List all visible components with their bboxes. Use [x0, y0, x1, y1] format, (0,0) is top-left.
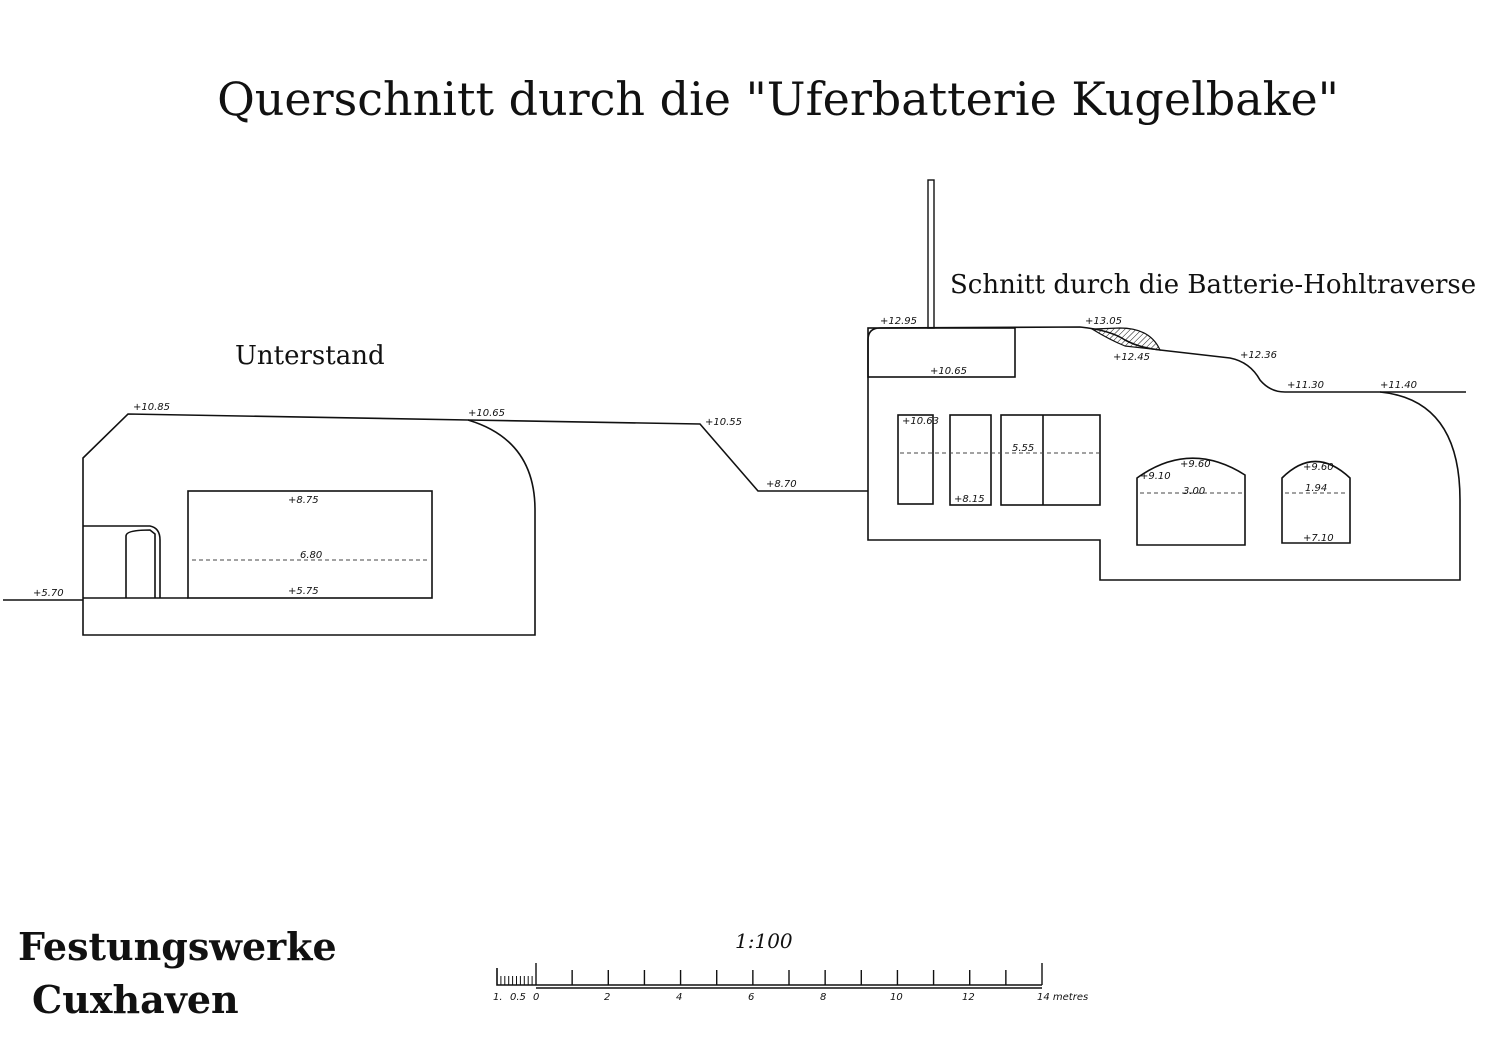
elevation-label: +8.70: [766, 479, 797, 490]
scale-tick-label: 0: [533, 992, 539, 1003]
unterstand-room: [187, 490, 433, 599]
elevation-label: +9.60: [1303, 462, 1334, 473]
scale-tick-label: 12: [962, 992, 975, 1003]
footer-title-line1: Festungswerke: [18, 924, 337, 969]
dimension-label: 6.80: [300, 550, 322, 561]
unterstand-section: Unterstand +10.85 +10.65 +10.55 +8.70 +8…: [3, 341, 868, 636]
top-box: [867, 327, 1016, 378]
dimension-label: 1.94: [1305, 483, 1327, 494]
elevation-label: +8.75: [288, 495, 319, 506]
elevation-label: +11.30: [1287, 380, 1324, 391]
scale-tick-label: 8: [820, 992, 826, 1003]
room-2: [949, 414, 992, 506]
elevation-label: +5.75: [288, 586, 319, 597]
arch-room-1: [1136, 457, 1246, 546]
elevation-label: +10.65: [930, 366, 967, 377]
elevation-label: +8.15: [954, 494, 985, 505]
scale-subdivision: [496, 968, 536, 986]
hohltraverse-label: Schnitt durch die Batterie-Hohltraverse: [950, 270, 1476, 300]
scale-line: [536, 984, 1042, 989]
scale-ticks: [500, 963, 1043, 985]
elevation-label: +10.63: [902, 416, 939, 427]
elevation-label: +9.60: [1180, 459, 1211, 470]
page-title: Querschnitt durch die "Uferbatterie Kuge…: [217, 72, 1339, 126]
scale-bar: 1:100 1. 0.5 0 2 4 6 8 10 12 14 metres: [493, 929, 1088, 1003]
scale-tick-label: 14 metres: [1037, 992, 1088, 1003]
scale-tick-label: 6: [748, 992, 754, 1003]
footer-title-line2: Cuxhaven: [32, 977, 239, 1022]
unterstand-label: Unterstand: [235, 341, 385, 371]
elevation-label: +13.05: [1085, 316, 1122, 327]
dimension-label: 3.00: [1183, 486, 1205, 497]
hatched-fill: [1089, 327, 1161, 351]
flagpole: [927, 179, 935, 329]
elevation-label: +12.95: [880, 316, 917, 327]
arch-room-2: [1281, 460, 1351, 544]
scale-tick-label: 4: [676, 992, 682, 1003]
dimension-label: 5.55: [1012, 443, 1034, 454]
doorway: [83, 525, 161, 598]
scale-ratio: 1:100: [735, 929, 793, 953]
elevation-label: +10.65: [468, 408, 505, 419]
scale-tick-label: 2: [604, 992, 610, 1003]
scale-tick-label: 0.5: [510, 992, 526, 1003]
elevation-label: +10.55: [705, 417, 742, 428]
elevation-label: +9.10: [1140, 471, 1171, 482]
scale-tick-label: 10: [890, 992, 903, 1003]
hohltraverse-outline: [867, 326, 1461, 581]
elevation-label: +5.70: [33, 588, 64, 599]
scale-tick-label: 1.: [493, 992, 503, 1003]
elevation-label: +7.10: [1303, 533, 1334, 544]
elevation-label: +12.45: [1113, 352, 1150, 363]
ground-slope: [467, 419, 868, 492]
room-3: [1000, 414, 1101, 506]
elevation-label: +10.85: [133, 402, 170, 413]
unterstand-outline: [82, 413, 536, 636]
elevation-label: +11.40: [1380, 380, 1417, 391]
hohltraverse-section: Schnitt durch die Batterie-Hohltraverse …: [867, 179, 1476, 581]
room-1: [897, 414, 934, 505]
elevation-label: +12.36: [1240, 350, 1277, 361]
